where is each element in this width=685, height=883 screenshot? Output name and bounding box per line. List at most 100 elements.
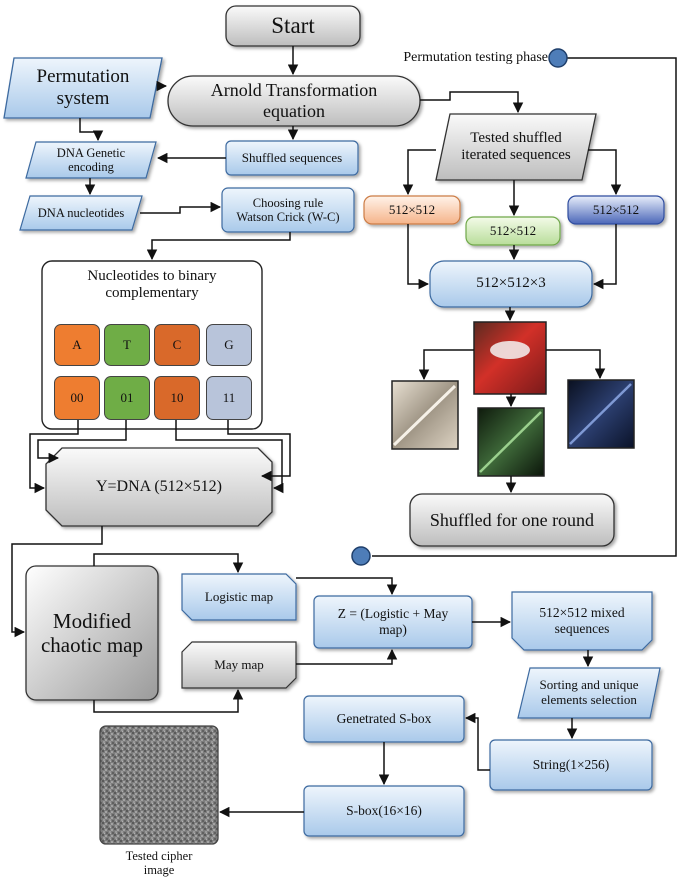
may-label: May map bbox=[214, 656, 264, 672]
shuffled-sequences-node: Shuffled sequences bbox=[226, 141, 358, 175]
modified-map-shape bbox=[25, 565, 159, 701]
arnold-node: Arnold Transformation equation bbox=[168, 76, 420, 126]
photo-streak bbox=[569, 383, 632, 445]
size-green-node: 512×512 bbox=[466, 217, 560, 245]
arrow-11-ydna bbox=[227, 420, 291, 482]
photo-streak bbox=[392, 384, 457, 447]
arrow-logistic-z bbox=[296, 577, 398, 596]
generated-sbox-label: Genetrated S-box bbox=[336, 711, 432, 727]
arrow-modified-may bbox=[93, 688, 244, 713]
tile-binary-10: 10 bbox=[154, 376, 200, 420]
arrow-tested-red bbox=[402, 149, 436, 196]
size-red-node: 512×512 bbox=[364, 196, 460, 224]
size-blue-node: 512×512 bbox=[568, 196, 664, 224]
permutation-system-label: Permutation system bbox=[36, 66, 130, 109]
cipher-caption: Tested cipher image bbox=[125, 849, 193, 878]
dna-nucleotides-shape bbox=[19, 195, 143, 231]
combined-node: 512×512×3 bbox=[430, 261, 592, 307]
tile-nucleotide-t: T bbox=[104, 324, 150, 366]
generated-sbox-node: Genetrated S-box bbox=[304, 696, 464, 742]
nucleotides-title: Nucleotides to binary complementary bbox=[87, 268, 217, 302]
sorting-node: Sorting and unique elements selection bbox=[520, 668, 658, 718]
connectors bbox=[11, 46, 677, 818]
choosing-rule-label: Choosing rule Watson Crick (W-C) bbox=[236, 195, 340, 224]
sbox-shape bbox=[303, 785, 465, 837]
arrow-red-combined bbox=[407, 224, 430, 290]
logistic-label: Logistic map bbox=[204, 588, 274, 604]
arrow-photo-red bbox=[418, 349, 474, 381]
arrow-01-ydna bbox=[37, 420, 127, 464]
tile-nucleotide-a: A bbox=[54, 324, 100, 366]
mixed-shape bbox=[511, 591, 653, 651]
modified-map-node: Modified chaotic map bbox=[26, 566, 158, 700]
logistic-shape bbox=[181, 573, 297, 621]
dna-nucleotides-label: DNA nucleotides bbox=[37, 205, 125, 220]
arrow-string-gen bbox=[464, 712, 490, 771]
string-shape bbox=[489, 739, 653, 791]
tile-binary-01: 01 bbox=[104, 376, 150, 420]
loop-dot-bottom bbox=[351, 546, 371, 566]
combined-label: 512×512×3 bbox=[476, 275, 546, 292]
tested-shuffled-label: Tested shuffled iterated sequences bbox=[461, 129, 571, 163]
size-red-shape bbox=[363, 195, 461, 225]
arrow-00-ydna bbox=[29, 420, 79, 494]
start-node: Start bbox=[226, 6, 360, 46]
start-label: Start bbox=[271, 12, 315, 38]
size-green-label: 512×512 bbox=[489, 222, 537, 238]
combined-shape bbox=[429, 260, 593, 308]
arrow-perm-dna bbox=[79, 118, 104, 142]
logistic-node: Logistic map bbox=[182, 574, 296, 620]
sorting-shape bbox=[517, 667, 661, 719]
mixed-label: 512×512 mixed sequences bbox=[539, 605, 625, 636]
tile-nucleotide-c: C bbox=[154, 324, 200, 366]
sbox-node: S-box(16×16) bbox=[304, 786, 464, 836]
arrow-may-z bbox=[296, 648, 398, 665]
dna-genetic-label: DNA Genetic encoding bbox=[56, 145, 126, 174]
permutation-system-shape bbox=[3, 57, 163, 119]
arrow-tested-blue bbox=[588, 149, 622, 196]
may-node: May map bbox=[182, 642, 296, 688]
mixed-node: 512×512 mixed sequences bbox=[512, 592, 652, 650]
sorting-label: Sorting and unique elements selection bbox=[539, 677, 639, 707]
size-green-shape bbox=[465, 216, 561, 246]
arrow-modified-logistic bbox=[93, 553, 244, 574]
arrow-rule-box bbox=[146, 232, 291, 261]
arnold-shape bbox=[167, 75, 421, 127]
shuffled-sequences-label: Shuffled sequences bbox=[241, 149, 343, 165]
size-blue-label: 512×512 bbox=[592, 201, 640, 217]
dna-genetic-shape bbox=[25, 141, 157, 179]
may-shape bbox=[181, 641, 297, 689]
y-dna-label: Y=DNA (512×512) bbox=[95, 477, 223, 495]
permutation-system-node: Permutation system bbox=[6, 58, 160, 118]
y-dna-node: Y=DNA (512×512) bbox=[46, 448, 272, 526]
shuffled-round-label: Shuffled for one round bbox=[429, 509, 595, 530]
z-eq-label: Z = (Logistic + May map) bbox=[337, 606, 449, 637]
arrow-arnold-tested bbox=[420, 91, 524, 114]
arrow-nuc-rule bbox=[140, 201, 222, 214]
string-node: String(1×256) bbox=[490, 740, 652, 790]
arrow-ydna-modified bbox=[11, 526, 103, 638]
string-label: String(1×256) bbox=[532, 757, 610, 773]
loop-dot-top bbox=[548, 48, 568, 68]
arrow-blue-combined bbox=[592, 224, 617, 290]
z-eq-node: Z = (Logistic + May map) bbox=[314, 596, 472, 648]
tile-binary-00: 00 bbox=[54, 376, 100, 420]
arnold-label: Arnold Transformation equation bbox=[210, 80, 378, 121]
tile-nucleotide-g: G bbox=[206, 324, 252, 366]
cipher-image bbox=[99, 725, 219, 845]
tested-shuffled-node: Tested shuffled iterated sequences bbox=[438, 114, 594, 180]
shuffled-round-node: Shuffled for one round bbox=[410, 494, 614, 546]
size-red-label: 512×512 bbox=[388, 201, 436, 217]
arrow-photo-blue bbox=[546, 349, 606, 380]
tile-binary-11: 11 bbox=[206, 376, 252, 420]
modified-map-label: Modified chaotic map bbox=[40, 608, 144, 657]
y-dna-shape bbox=[45, 447, 273, 527]
choosing-rule-shape bbox=[221, 187, 355, 233]
arrow-10-ydna bbox=[175, 420, 284, 494]
shuffled-round-shape bbox=[409, 493, 615, 547]
permutation-phase-label: Permutation testing phase bbox=[403, 50, 548, 65]
photo-splash-mark bbox=[490, 341, 530, 359]
sbox-label: S-box(16×16) bbox=[346, 803, 422, 819]
arrow-perm-phase-loop bbox=[372, 57, 677, 557]
